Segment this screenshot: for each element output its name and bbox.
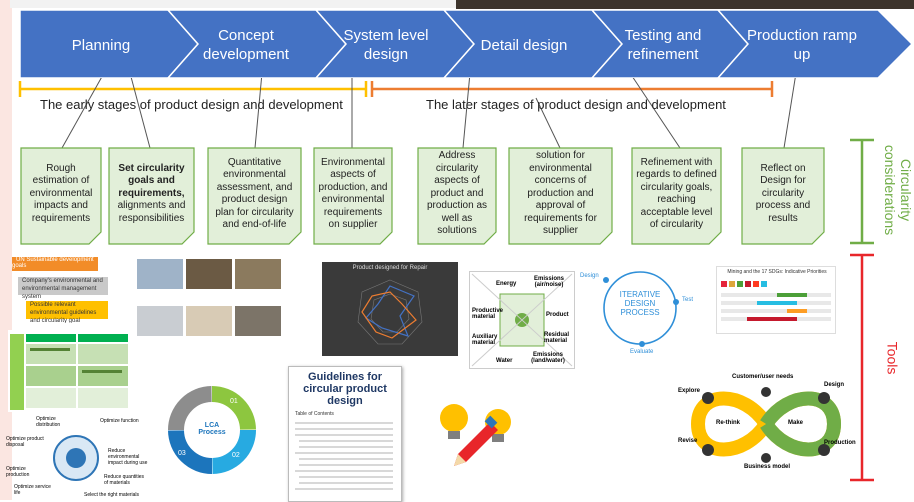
note-reflect: Reflect on Design for circularity proces… — [755, 162, 811, 224]
radar-shape — [357, 279, 423, 345]
tool-iterative-design: ITERATIVE DESIGN PROCESS Design Test Eva… — [580, 262, 696, 360]
pencil-lightbulb-icon — [432, 398, 518, 468]
tool-guidelines-document: Guidelines for circular product design T… — [288, 366, 402, 502]
later-stage-bracket — [370, 81, 774, 97]
lca-ring — [168, 386, 256, 474]
iterative-center-text: ITERATIVE DESIGN PROCESS — [619, 290, 661, 317]
tool-ecodesign-wheel: Optimize function Reduce environmental i… — [4, 414, 152, 500]
lca-number-2: 02 — [232, 452, 240, 459]
tools-label: Tools — [884, 341, 901, 375]
later-stages-label: The later stages of product design and d… — [426, 97, 726, 112]
lca-center: LCA Process — [198, 422, 226, 436]
infinity-design: Design — [824, 382, 845, 388]
tool-infinity-loop: Customer/user needs Explore Design Re-th… — [674, 370, 860, 476]
top-photo-strip — [456, 0, 914, 9]
infinity-bottom-label: Business model — [744, 464, 791, 470]
wheel-label-function: Optimize function — [100, 418, 139, 424]
note-set-circularity-goals: Set circularity goals and requirements, … — [109, 148, 194, 240]
early-stages-label: The early stages of product design and d… — [40, 97, 343, 112]
note-shapes — [20, 147, 825, 245]
flow-water: Water — [496, 358, 513, 364]
circularity-bracket — [850, 138, 874, 245]
phase-testing-refinement: Testing and refinement — [624, 27, 702, 63]
wheel-label-distribution: Optimize distribution — [36, 416, 61, 428]
side-brackets — [850, 138, 874, 482]
flow-emissions-land: Emissions (land/water) — [531, 352, 565, 364]
connector-lines — [61, 78, 796, 149]
note-bold-text: Set circularity goals and requirements, — [118, 162, 185, 199]
flow-productive: Productive material — [472, 308, 504, 320]
wheel-label-reduce-use: Reduce environmental impact during use — [108, 448, 148, 466]
note-refinement: Refinement with regards to defined circu… — [636, 156, 717, 231]
tool-material-flow: Energy Emissions (air/noise) Productive … — [469, 271, 575, 369]
phase-planning: Planning — [71, 36, 131, 54]
infinity-explore: Explore — [678, 388, 701, 394]
iterative-circle — [603, 271, 679, 347]
lca-number-3: 03 — [178, 450, 186, 457]
radar-title: Product designed for Repair — [352, 265, 428, 271]
wheel-shape — [53, 435, 99, 481]
phase-detail-design: Detail design — [480, 36, 568, 54]
wheel-label-production: Optimize production — [6, 466, 30, 478]
infinity-shape — [690, 387, 842, 463]
note-regular-text: alignments and responsibilities — [117, 200, 186, 224]
note-quantitative-assessment: Quantitative environmental assessment, a… — [215, 156, 294, 231]
flow-emissions-air: Emissions (air/noise) — [533, 276, 564, 288]
flow-product: Product — [546, 312, 569, 318]
stage-brackets — [18, 78, 796, 149]
note-address-circularity: Address circularity aspects of product a… — [426, 150, 488, 237]
infinity-make: Make — [788, 420, 804, 426]
infinity-rethink: Re-think — [716, 420, 740, 426]
wheel-label-quantities: Reduce quantities of materials — [104, 474, 145, 486]
tool-photo-grid — [136, 258, 282, 354]
wheel-label-service-life: Optimize service life — [14, 484, 51, 496]
note-production-aspects: Environmental aspects of production, and… — [318, 156, 388, 231]
phase-6-shape — [716, 9, 914, 79]
phase-system-level-design: System level design — [343, 27, 429, 63]
flow-residual: Residual material — [544, 332, 570, 344]
sdg-title: Mining and the 17 SDGs: Indicative Prior… — [727, 269, 827, 275]
note-solution-environmental: solution for environmental concerns of p… — [524, 150, 597, 237]
infinity-production: Production — [824, 440, 856, 446]
guidelines-title: Guidelines for circular product design — [303, 371, 387, 407]
tool-green-matrix — [8, 330, 130, 412]
phase-production-ramp-up: Production ramp up — [746, 27, 858, 63]
flow-diagram — [471, 273, 573, 367]
infinity-top-label: Customer/user needs — [732, 374, 794, 380]
tools-bracket — [850, 253, 874, 482]
tool-sdg-mining: Mining and the 17 SDGs: Indicative Prior… — [716, 266, 836, 334]
infinity-revise: Revise — [678, 438, 698, 444]
tool-lca-cycle: LCA Process 01 02 03 — [162, 380, 262, 480]
wheel-label-disposal: Optimize product disposal — [6, 436, 44, 448]
lca-number-1: 01 — [230, 398, 238, 405]
flow-energy: Energy — [496, 281, 517, 287]
tool-radar-chart: Product designed for Repair — [322, 262, 458, 356]
note-planning-rough-estimation: Rough estimation of environmental impact… — [29, 162, 93, 224]
flow-auxiliary: Auxiliary material — [472, 334, 498, 346]
circularity-considerations-label: Circularity considerations — [882, 144, 914, 236]
early-stage-bracket — [18, 81, 368, 97]
phase-chevron-bar — [19, 9, 914, 79]
tool-requirements-list: UN Sustainable development goals Company… — [12, 255, 112, 323]
phase-concept-development: Concept development — [203, 27, 289, 63]
iterative-test-label: Test — [682, 297, 694, 303]
sdg-bars — [721, 281, 831, 321]
iterative-design-label: Design — [580, 273, 599, 279]
toc-lines — [295, 422, 393, 490]
iterative-evaluate-label: Evaluate — [630, 349, 654, 355]
toc-heading: Table of Contents — [295, 411, 334, 417]
wheel-label-materials: Select the right materials — [84, 492, 140, 498]
